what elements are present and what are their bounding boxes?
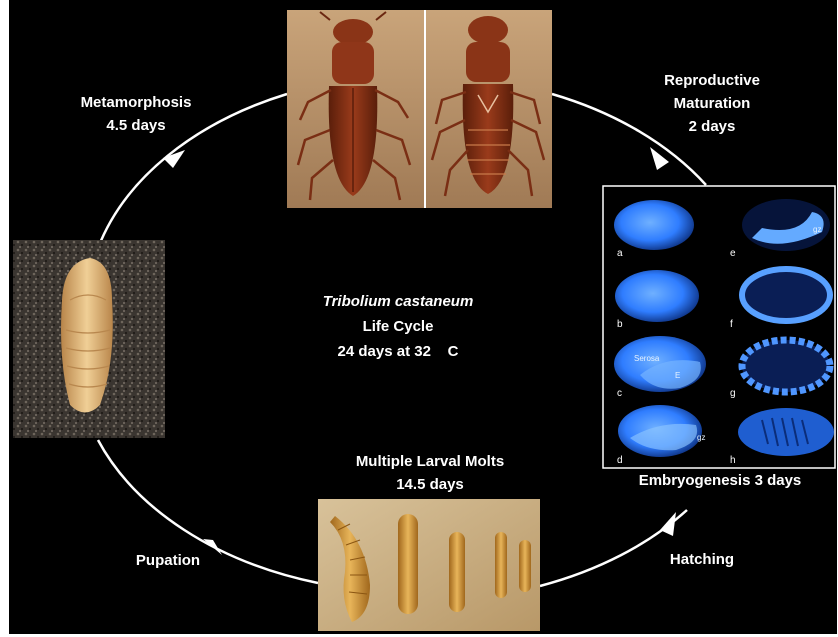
panel-letter-h: h xyxy=(730,455,736,466)
embryo-stage-f xyxy=(742,269,830,321)
center-life-cycle: Life Cycle xyxy=(363,318,434,335)
embryogenesis-panel: a b c d e f g h Serosa E gz gz xyxy=(603,186,835,468)
gz-note-d: gz xyxy=(697,433,705,442)
metamorphosis-duration: 4.5 days xyxy=(106,117,165,134)
center-species: Tribolium castaneum xyxy=(323,293,474,310)
embryo-stage-b xyxy=(615,270,699,322)
embryogenesis-label: Embryogenesis 3 days xyxy=(639,472,802,489)
serosa-note: Serosa xyxy=(634,354,660,363)
larval-molts-label: Multiple Larval Molts xyxy=(356,453,504,470)
metamorphosis-label: Metamorphosis xyxy=(81,94,192,111)
hatching-label: Hatching xyxy=(670,551,734,568)
embryo-note: E xyxy=(675,371,680,380)
pupation-label: Pupation xyxy=(136,552,200,569)
embryo-stage-a xyxy=(614,200,694,250)
panel-letter-d: d xyxy=(617,455,623,466)
panel-letter-c: c xyxy=(617,388,622,399)
reproductive-duration: 2 days xyxy=(689,118,736,135)
panel-letter-a: a xyxy=(617,248,623,259)
panel-letter-b: b xyxy=(617,319,623,330)
pupa-photo xyxy=(13,240,165,438)
reproductive-label-line2: Maturation xyxy=(674,95,751,112)
adult-beetle-photo xyxy=(287,10,552,208)
embryo-stage-g xyxy=(742,340,830,392)
gz-note-e: gz xyxy=(813,225,821,234)
larval-molts-duration: 14.5 days xyxy=(396,476,464,493)
panel-letter-e: e xyxy=(730,248,736,259)
center-duration: 24 days at 32 C xyxy=(338,343,459,360)
reproductive-label-line1: Reproductive xyxy=(664,72,760,89)
panel-letter-f: f xyxy=(730,319,733,330)
panel-letter-g: g xyxy=(730,388,736,399)
larval-molts-photo xyxy=(318,499,540,631)
